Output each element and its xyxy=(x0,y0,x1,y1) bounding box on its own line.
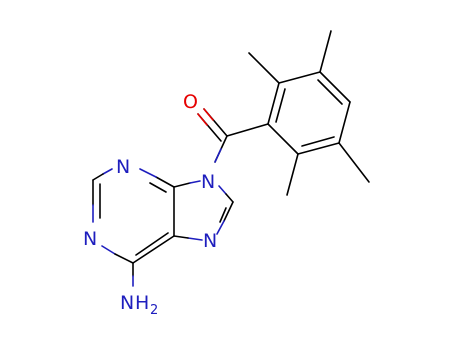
bond-c8-n7-dbl xyxy=(219,207,227,223)
bond-c-n9-n xyxy=(214,148,222,163)
bond-me-2 xyxy=(319,30,332,73)
bond-ar-3i xyxy=(317,79,343,105)
bond-ar-6 xyxy=(267,123,299,155)
nitrogen-n1-label: N xyxy=(83,228,97,250)
bond-c4-n9b xyxy=(189,180,201,184)
bond-co-1-o xyxy=(203,108,214,121)
bond-ar-1 xyxy=(267,82,280,125)
bond-c4-n3-dbl xyxy=(149,182,167,193)
bond-n3-c2a xyxy=(102,168,113,175)
bond-n1-c6a xyxy=(101,245,116,255)
bond-c4-n3b xyxy=(139,168,157,178)
bond-me-3 xyxy=(338,142,370,183)
bond-ar-5i xyxy=(301,136,335,147)
nitrogen-n3-label: N xyxy=(116,156,130,178)
bond-ar-5 xyxy=(297,142,340,155)
oxygen-label: O xyxy=(183,91,198,113)
bond-n9-c8a xyxy=(218,185,227,195)
atom-labels: O N N N N N H 2 xyxy=(83,91,217,318)
nitrogen-n9-label: N xyxy=(201,171,215,193)
bond-c6-c5 xyxy=(132,235,175,264)
bond-c8-n7b xyxy=(216,220,225,235)
bond-c8-n7a xyxy=(223,201,234,222)
amine-n-label: N xyxy=(120,292,134,314)
bond-ar-4 xyxy=(338,101,351,144)
bond-me-4 xyxy=(286,153,299,196)
bond-c4-n3a xyxy=(155,176,175,188)
bond-n7-c5b xyxy=(173,235,189,239)
bond-me-1 xyxy=(248,52,280,84)
bond-n7-c5a xyxy=(187,237,203,241)
bond-n9-c8b xyxy=(225,193,234,203)
bond-co-2-o xyxy=(197,113,208,126)
bond-n3-c2b xyxy=(92,173,104,181)
bond-ar-3 xyxy=(319,71,351,103)
amine-h-label: H xyxy=(135,292,149,314)
bond-c6-c5-dbl xyxy=(135,232,169,256)
amine-subscript: 2 xyxy=(150,303,158,318)
bonds xyxy=(92,30,370,287)
bond-ar-1i xyxy=(275,88,286,123)
bond-c4-n9a xyxy=(173,182,191,188)
amine-group-label: N H 2 xyxy=(120,292,158,318)
bond-ar-2 xyxy=(278,71,321,84)
nitrogen-n7-label: N xyxy=(203,230,217,252)
bond-n1-c6b xyxy=(114,253,134,264)
bond-c-ring xyxy=(226,123,269,137)
